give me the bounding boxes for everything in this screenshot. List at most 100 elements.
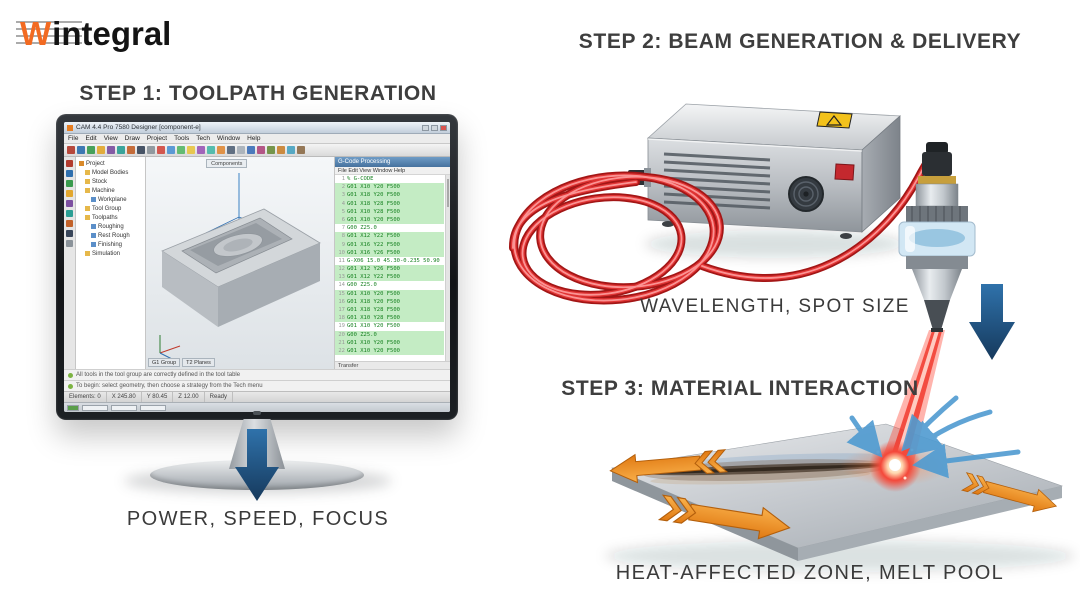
- tree-item-label: Model Bodies: [92, 169, 129, 176]
- side-toolbar-icon: [66, 220, 73, 227]
- toolbar-icon: [167, 146, 175, 154]
- laser-box-shadow: [645, 230, 905, 258]
- menu-item: View: [103, 135, 118, 142]
- tree-node-icon: [85, 251, 90, 256]
- gcode-line-text: G01 X10 Y20 F500: [347, 323, 400, 330]
- scroll-thumb: [447, 179, 449, 207]
- step1-title: STEP 1: TOOLPATH GENERATION: [79, 82, 437, 105]
- tree-item: Project: [76, 159, 145, 168]
- tree-item-label: Simulation: [92, 250, 121, 257]
- gcode-line-text: % G-CODE: [347, 176, 374, 182]
- power-switch-icon: [834, 163, 855, 181]
- toolbar-icon: [227, 146, 235, 154]
- toolbar-icon: [147, 146, 155, 154]
- gcode-panel: G-Code Processing File Edit View Window …: [334, 157, 450, 369]
- monitor-stand: [229, 419, 285, 469]
- toolbar-icon: [87, 146, 95, 154]
- gcode-line-text: G01 X10 Y20 F500: [347, 216, 400, 223]
- warning-label-icon: [816, 111, 853, 129]
- status-text: All tools in the tool group are correctl…: [76, 372, 241, 378]
- cam-screenshot: CAM 4.4 Pro 7580 Designer [component-e] …: [64, 122, 450, 412]
- gcode-line-number: 13: [338, 274, 345, 281]
- toolbar-icon: [127, 146, 135, 154]
- tree-item-label: Roughing: [98, 223, 124, 230]
- cam-toolbar: [64, 144, 450, 157]
- fiber-connector-icon: [628, 170, 650, 185]
- side-toolbar-icon: [66, 230, 73, 237]
- gcode-line-text: G00 Z25.0: [347, 331, 377, 338]
- gcode-line-number: 6: [341, 216, 345, 223]
- side-toolbar-icon: [66, 200, 73, 207]
- gcode-line-text: G01 X12 Y22 F500: [347, 274, 400, 281]
- gcode-line-text: G00 Z25.0: [347, 225, 377, 232]
- logo-hatch-icon: [16, 21, 82, 48]
- fan-icon: [788, 176, 824, 212]
- gcode-line-number: 11: [338, 257, 345, 264]
- gcode-line-text: G01 X10 Y20 F500: [347, 184, 400, 191]
- tree-item: Toolpaths: [76, 213, 145, 222]
- footer-segment: Elements: 0: [64, 392, 107, 402]
- cam-status-1: All tools in the tool group are correctl…: [64, 369, 450, 380]
- gcode-line-text: G01 X10 Y28 F500: [347, 208, 400, 215]
- tree-item: Simulation: [76, 249, 145, 258]
- toolbar-icon: [207, 146, 215, 154]
- footer-segment: X 245.80: [107, 392, 142, 402]
- tree-item: Workplane: [76, 195, 145, 204]
- tree-node-icon: [91, 197, 96, 202]
- gcode-line-text: G01 X10 Y20 F500: [347, 290, 400, 297]
- brand-logo: Wintegral: [16, 12, 171, 56]
- step3-caption: HEAT-AFFECTED ZONE, MELT POOL: [615, 562, 1005, 584]
- app-icon: [67, 124, 73, 131]
- gcode-line-number: 14: [338, 282, 345, 289]
- cam-window-title: CAM 4.4 Pro 7580 Designer [component-e]: [76, 124, 201, 131]
- monitor: CAM 4.4 Pro 7580 Designer [component-e] …: [56, 114, 458, 494]
- gcode-line-number: 4: [341, 200, 345, 207]
- menu-item: File: [68, 135, 79, 142]
- toolbar-icon: [187, 146, 195, 154]
- side-toolbar-icon: [66, 240, 73, 247]
- toolbar-icon: [77, 146, 85, 154]
- toolbar-icon: [297, 146, 305, 154]
- gcode-line-number: 21: [338, 339, 345, 346]
- start-button-icon: [67, 404, 79, 411]
- gcode-line-text: G01 X10 Y20 F500: [347, 339, 400, 346]
- toolbar-icon: [287, 146, 295, 154]
- menu-item: Help: [247, 135, 261, 142]
- monitor-logo-icon: [253, 411, 261, 415]
- tree-node-icon: [85, 215, 90, 220]
- flow-arrow-left-icon: [609, 449, 729, 484]
- footer-segment: Y 80.45: [142, 392, 174, 402]
- gcode-line-number: 17: [338, 307, 345, 313]
- gas-flow-arrows-icon: [846, 395, 1021, 479]
- tree-item-label: Finishing: [98, 241, 123, 248]
- tree-node-icon: [85, 170, 90, 175]
- status-text: To begin: select geometry, then choose a…: [76, 383, 263, 389]
- footer-segment: Z 12.00: [173, 392, 205, 402]
- gcode-line-number: 22: [338, 347, 345, 354]
- menu-item: Draw: [124, 135, 140, 142]
- cam-taskbar: [64, 402, 450, 412]
- lens-ring-icon: [898, 221, 976, 257]
- gcode-line-text: G01 X12 Y26 F500: [347, 266, 400, 273]
- side-toolbar-icon: [66, 190, 73, 197]
- tree-node-icon: [85, 206, 90, 211]
- fiber-cable-coil: [508, 146, 940, 305]
- toolbar-icon: [67, 146, 75, 154]
- gcode-line-number: 16: [338, 298, 345, 305]
- gcode-line-text: G00 Z25.0: [347, 282, 377, 289]
- cam-side-toolbar: [64, 157, 76, 369]
